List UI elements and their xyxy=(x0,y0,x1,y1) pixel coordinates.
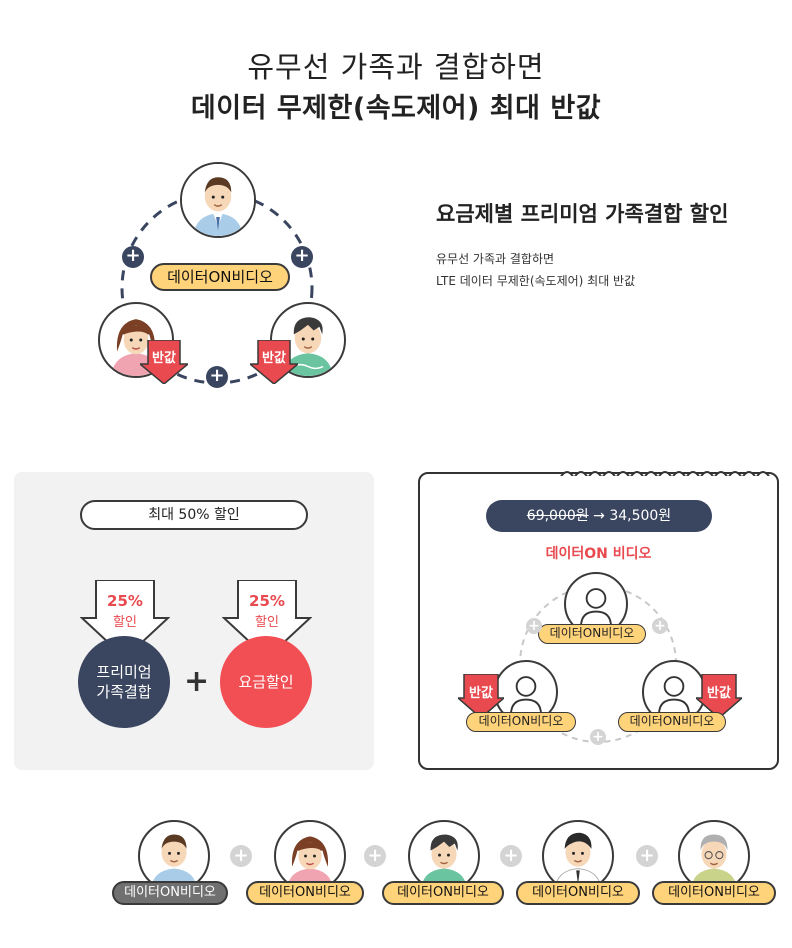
avatar-woman xyxy=(274,820,346,892)
discount-percent: 25% xyxy=(249,592,285,610)
plus-icon: + xyxy=(636,845,658,867)
discount-label: 할인 xyxy=(113,615,137,630)
down-arrow-icon xyxy=(693,673,745,719)
promo-title: 요금제별 프리미엄 가족결합 할인 xyxy=(436,202,729,226)
person-outline-icon xyxy=(510,676,542,715)
premium-family-circle: 프리미엄 가족결합 xyxy=(78,636,170,728)
max-discount-pill: 최대 50% 할인 xyxy=(80,500,308,530)
circle-text-line1: 프리미엄 xyxy=(96,663,152,681)
plan-pill: 데이터ON비디오 xyxy=(150,263,290,291)
down-arrow-icon xyxy=(247,339,301,385)
avatar-father xyxy=(180,162,256,238)
plus-icon: + xyxy=(526,618,542,634)
woman-icon xyxy=(286,836,334,890)
man-icon xyxy=(182,164,254,236)
headline-line2: 데이터 무제한(속도제어) 최대 반값 xyxy=(190,93,602,124)
headline-line1: 유무선 가족과 결합하면 xyxy=(247,50,545,84)
discount-percent: 25% xyxy=(107,592,143,610)
scallop-edge xyxy=(56,472,330,478)
plan-pill: 데이터ON비디오 xyxy=(618,712,726,732)
rate-discount-circle: 요금할인 xyxy=(220,636,312,728)
circle-text: 요금할인 xyxy=(238,673,294,691)
discount-arrow: 25% 할인 xyxy=(79,579,171,660)
half-price-badge: 반값 xyxy=(247,339,301,385)
plus-icon: + xyxy=(184,664,210,699)
plus-icon: + xyxy=(500,845,522,867)
down-arrow-icon xyxy=(455,673,507,719)
woman-icon xyxy=(111,319,161,376)
promo-description-line2: LTE 데이터 무제한(속도제어) 최대 반값 xyxy=(436,274,636,288)
scallop-edge xyxy=(560,471,770,478)
plus-icon: + xyxy=(652,618,668,634)
plan-pill: 데이터ON비디오 xyxy=(516,881,640,905)
plus-icon: + xyxy=(206,366,228,388)
discount-arrow: 25% 할인 xyxy=(221,579,313,660)
man-icon xyxy=(554,832,602,890)
boy-icon xyxy=(420,834,468,890)
promo-description-line1: 유무선 가족과 결합하면 xyxy=(436,252,555,266)
down-arrow-icon xyxy=(79,579,171,660)
down-arrow-icon xyxy=(137,339,191,385)
down-arrow-icon xyxy=(221,579,313,660)
plus-icon: + xyxy=(590,729,606,745)
discount-label: 할인 xyxy=(255,615,279,630)
plan-pill: 데이터ON비디오 xyxy=(652,881,776,905)
badge-label: 반값 xyxy=(152,351,176,366)
elder-icon xyxy=(690,834,738,890)
plan-pill: 데이터ON비디오 xyxy=(112,881,228,905)
plan-pill: 데이터ON비디오 xyxy=(538,624,646,644)
person-outline-icon xyxy=(658,676,690,715)
plan-pill: 데이터ON비디오 xyxy=(466,712,576,732)
badge-label: 반값 xyxy=(469,686,493,701)
plan-name: 데이터ON 비디오 xyxy=(545,546,652,562)
half-price-badge: 반값 xyxy=(455,673,507,719)
new-price: 34,500원 xyxy=(609,508,672,524)
badge-label: 반값 xyxy=(707,686,731,701)
man-icon xyxy=(150,834,198,890)
plus-icon: + xyxy=(291,246,313,268)
plus-icon: + xyxy=(230,845,252,867)
plan-pill: 데이터ON비디오 xyxy=(382,881,504,905)
half-price-badge: 반값 xyxy=(137,339,191,385)
price-pill: 69,000원 → 34,500원 xyxy=(486,500,712,532)
plus-icon: + xyxy=(364,845,386,867)
plan-pill: 데이터ON비디오 xyxy=(246,881,364,905)
avatar-man xyxy=(138,820,210,892)
old-price: 69,000원 xyxy=(526,508,589,524)
circle-text-line2: 가족결합 xyxy=(96,683,152,701)
badge-label: 반값 xyxy=(262,351,286,366)
plus-icon: + xyxy=(122,246,144,268)
arrow-right-icon: → xyxy=(593,508,605,524)
person-outline-icon xyxy=(580,588,612,627)
boy-icon xyxy=(283,317,333,376)
half-price-badge: 반값 xyxy=(693,673,745,719)
